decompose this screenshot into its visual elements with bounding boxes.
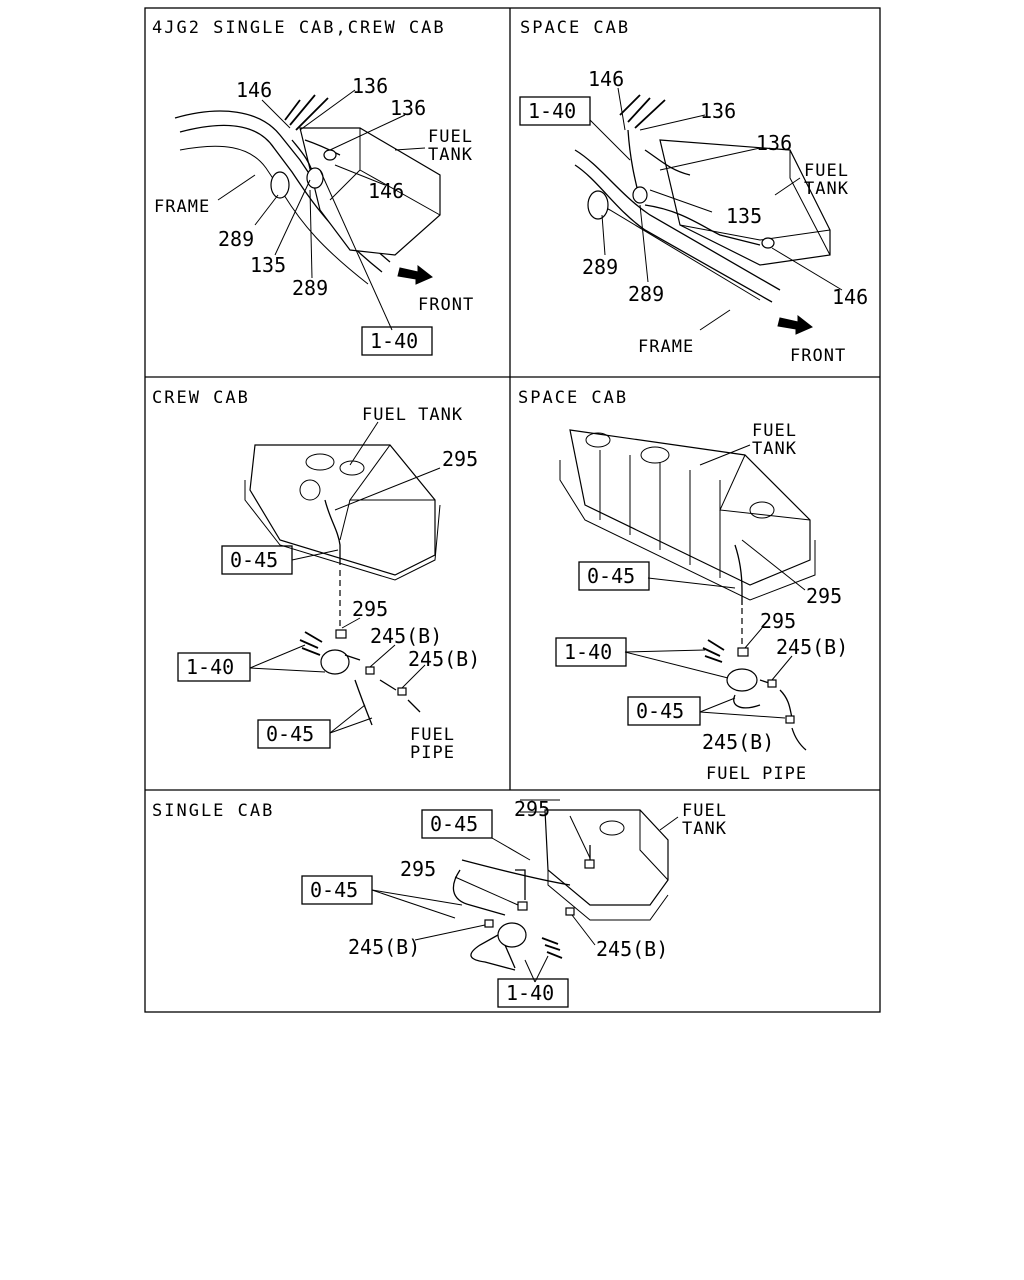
- ref-box-label: 0-45: [587, 564, 635, 588]
- tank-label: TANK: [682, 819, 727, 839]
- callout-289: 289: [628, 282, 664, 306]
- fuel-pipe-label: FUEL PIPE: [706, 764, 807, 784]
- ref-box-label: 0-45: [310, 878, 358, 902]
- ref-box: [301, 875, 373, 905]
- callout-245b: 245(B): [702, 730, 774, 754]
- ref-box-label: 0-45: [266, 722, 314, 746]
- fuel-label: FUEL: [682, 801, 727, 821]
- ref-box: [221, 545, 293, 575]
- callout-136: 136: [756, 131, 792, 155]
- callout-146: 146: [832, 285, 868, 309]
- ref-box: [361, 326, 433, 356]
- tank-label: TANK: [428, 145, 473, 165]
- callout-146: 146: [236, 78, 272, 102]
- callout-295: 295: [514, 797, 550, 821]
- callout-289: 289: [292, 276, 328, 300]
- callout-136: 136: [352, 74, 388, 98]
- ref-box: [177, 652, 251, 682]
- ref-box: [497, 978, 569, 1008]
- callout-245b: 245(B): [348, 935, 420, 959]
- ref-box-label: 1-40: [528, 99, 576, 123]
- callout-245b: 245(B): [596, 937, 668, 961]
- frame-label: FRAME: [638, 337, 694, 357]
- callout-295: 295: [442, 447, 478, 471]
- panel-space-cab-bottom: SPACE CAB: [518, 388, 848, 784]
- callout-295: 295: [806, 584, 842, 608]
- ref-box: [257, 719, 331, 749]
- panel-4jg2-single-crew-cab: 4JG2 SINGLE CAB,CREW CAB 146: [152, 18, 474, 356]
- callout-295: 295: [352, 597, 388, 621]
- callout-146: 146: [368, 179, 404, 203]
- panel-title: 4JG2 SINGLE CAB,CREW CAB: [152, 18, 446, 38]
- fuel-label: FUEL: [752, 421, 797, 441]
- ref-box: [578, 561, 650, 591]
- panel-title: SPACE CAB: [520, 18, 630, 38]
- ref-box-label: 0-45: [430, 812, 478, 836]
- ref-box: [421, 809, 493, 839]
- panel-space-cab-top: SPACE CAB 1-40 146: [519, 18, 868, 366]
- ref-box: [627, 696, 701, 726]
- callout-135: 135: [250, 253, 286, 277]
- fuel-tank-label: FUEL TANK: [362, 405, 463, 425]
- callout-289: 289: [218, 227, 254, 251]
- callout-245b: 245(B): [370, 624, 442, 648]
- tank-label: TANK: [804, 179, 849, 199]
- fuel-label: FUEL: [410, 725, 455, 745]
- ref-box-label: 0-45: [636, 699, 684, 723]
- frame-label: FRAME: [154, 197, 210, 217]
- callout-136: 136: [390, 96, 426, 120]
- panel-single-cab: SINGLE CAB: [152, 797, 727, 1008]
- callout-289: 289: [582, 255, 618, 279]
- ref-box: [555, 637, 627, 667]
- panel-title: CREW CAB: [152, 388, 250, 408]
- callout-245b: 245(B): [776, 635, 848, 659]
- callout-295: 295: [400, 857, 436, 881]
- front-label: FRONT: [790, 346, 846, 366]
- ref-box-label: 1-40: [564, 640, 612, 664]
- ref-box: [519, 96, 591, 126]
- callout-136: 136: [700, 99, 736, 123]
- panel-crew-cab: CREW CAB FUEL: [152, 388, 480, 763]
- callout-146: 146: [588, 67, 624, 91]
- panel-title: SINGLE CAB: [152, 801, 274, 821]
- callout-295: 295: [760, 609, 796, 633]
- ref-box-label: 1-40: [186, 655, 234, 679]
- front-label: FRONT: [418, 295, 474, 315]
- pipe-label: PIPE: [410, 743, 455, 763]
- callout-245b: 245(B): [408, 647, 480, 671]
- panel-grid: [144, 7, 881, 1013]
- ref-box-label: 1-40: [506, 981, 554, 1005]
- fuel-label: FUEL: [428, 127, 473, 147]
- panel-title: SPACE CAB: [518, 388, 628, 408]
- fuel-label: FUEL: [804, 161, 849, 181]
- ref-box-label: 0-45: [230, 548, 278, 572]
- tank-label: TANK: [752, 439, 797, 459]
- callout-135: 135: [726, 204, 762, 228]
- ref-box-label: 1-40: [370, 329, 418, 353]
